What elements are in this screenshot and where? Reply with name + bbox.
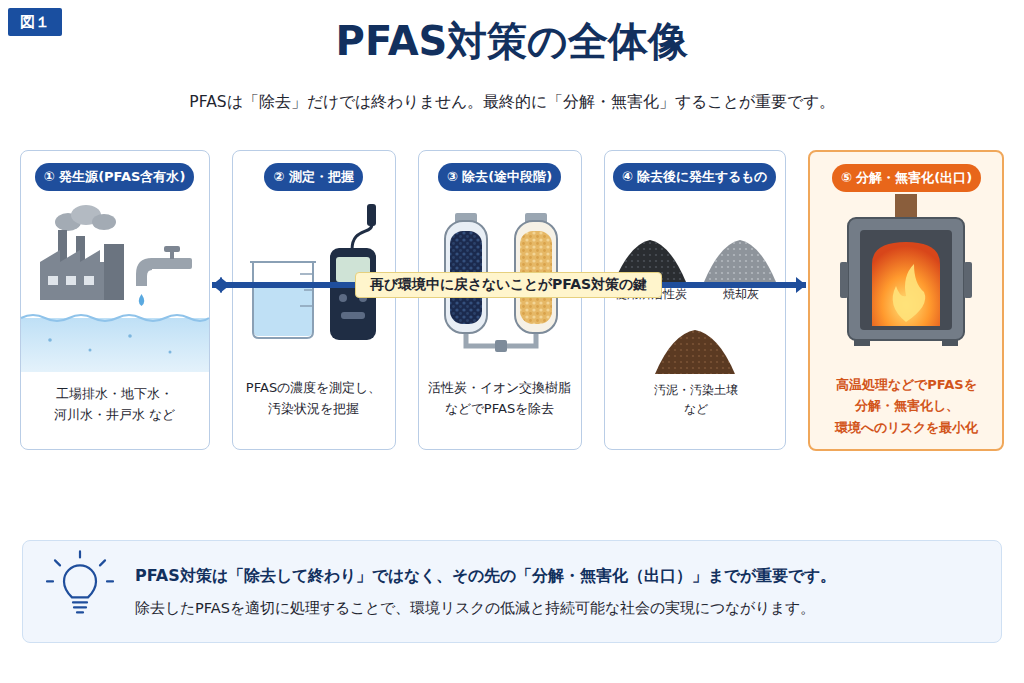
beaker-icon (250, 262, 316, 338)
filter-columns (495, 340, 507, 352)
text-holder: ④ 除去後に発生するもの (605, 163, 784, 191)
diagram-title: PFAS対策の全体像 (0, 14, 1024, 69)
factory-icon (76, 236, 85, 262)
connector-line (788, 282, 797, 288)
flow-arrow (788, 277, 806, 293)
filter-columns (455, 213, 477, 224)
process-card: ② 測定・把握 PFASの濃度を測定し、 汚染状況を把握 (232, 150, 396, 450)
residue-piles (614, 240, 776, 374)
step-description: 活性炭・イオン交換樹脂 などでPFASを除去 (427, 377, 572, 420)
water-surface (169, 351, 172, 354)
step-heading: ② 測定・把握 (264, 163, 363, 191)
furnace-icon (893, 264, 926, 322)
text-holder: PFASの濃度を測定し、 汚染状況を把握 (241, 377, 386, 420)
process-card: ④ 除去後に発生するもの使用済活性炭焼却灰汚泥・汚染土壌 など (604, 150, 786, 450)
step-description: 工場排水・地下水・ 河川水・井戸水 など (29, 383, 200, 426)
flow-arrow (212, 277, 230, 293)
figure-number: 図１ (20, 13, 50, 31)
faucet-icon (136, 258, 152, 286)
process-card: ⑤ 分解・無害化(出口) 高温処理などでPFASを 分解・無害化し、 環境へのリス… (808, 150, 1004, 451)
residue-label: 汚泥・汚染土壌 など (641, 381, 751, 418)
filter-columns (525, 213, 547, 224)
faucet-icon (139, 294, 145, 306)
text-holder: PFASは「除去」だけでは終わりません。最終的に「分解・無害化」することが重要で… (0, 92, 1024, 113)
factory-icon (104, 244, 124, 300)
water-surface (48, 338, 52, 342)
summary-box: PFAS対策は「除去して終わり」ではなく、その先の「分解・無害化（出口）」までが… (22, 540, 1002, 643)
summary-text: 除去したPFASを適切に処理することで、環境リスクの低減と持続可能な社会の実現に… (135, 597, 977, 620)
step-description: 高温処理などでPFASを 分解・無害化し、 環境へのリスクを最小化 (818, 374, 995, 438)
edge-label-holder: 再び環境中に戻さないことがPFAS対策の鍵 (355, 272, 662, 298)
faucet-icon (164, 246, 180, 252)
text-holder: ② 測定・把握 (233, 163, 394, 191)
diagram-caption: PFASは「除去」だけでは終わりません。最終的に「分解・無害化」することが重要で… (0, 92, 1024, 113)
factory-icon (84, 276, 94, 285)
meter-icon (352, 222, 372, 250)
summary-headline: PFAS対策は「除去して終わり」ではなく、その先の「分解・無害化（出口）」までが… (135, 563, 977, 589)
text-holder: ① 発生源(PFAS含有水) (21, 163, 208, 191)
factory-icon (58, 230, 67, 262)
furnace-icon (860, 230, 952, 330)
furnace-icon (964, 262, 972, 298)
text-holder: ⑤ 分解・無害化(出口) (810, 164, 1003, 192)
arrow-head (220, 277, 230, 293)
arrow-head (796, 277, 806, 293)
factory-icon (66, 276, 76, 285)
factory-icon (48, 276, 58, 285)
bulb-icon (73, 602, 87, 612)
step-description: PFASの濃度を測定し、 汚染状況を把握 (241, 377, 386, 420)
filter-columns (466, 330, 536, 346)
water-surface (21, 315, 209, 321)
text-holder: ③ 除去(途中段階) (419, 163, 580, 191)
text-holder: 高温処理などでPFASを 分解・無害化し、 環境へのリスクを最小化 (818, 374, 995, 438)
process-card: ③ 除去(途中段階) 活性炭・イオン交換樹脂 などでPFASを除去 (418, 150, 582, 450)
step-heading: ⑤ 分解・無害化(出口) (832, 164, 981, 192)
text-holder: PFAS対策の全体像 (0, 14, 1024, 69)
edge-label: 再び環境中に戻さないことがPFAS対策の鍵 (355, 272, 662, 298)
meter-icon (341, 312, 365, 319)
factory-icon (55, 213, 81, 231)
factory-icon (71, 205, 101, 225)
residue-piles (655, 330, 735, 374)
factory-icon (40, 250, 124, 300)
connector-line (212, 282, 221, 288)
faucet-icon (136, 246, 192, 306)
furnace-icon (848, 218, 964, 340)
text-holder: 活性炭・イオン交換樹脂 などでPFASを除去 (427, 377, 572, 420)
furnace-icon (895, 194, 917, 222)
residue-piles (704, 240, 776, 282)
step-heading: ④ 除去後に発生するもの (613, 163, 777, 191)
water-surface (21, 315, 209, 372)
beaker-icon (254, 286, 312, 336)
step-heading: ③ 除去(途中段階) (438, 163, 561, 191)
water-surface (128, 334, 132, 338)
furnace-icon (840, 262, 848, 298)
meter-icon (367, 204, 376, 226)
text-holder: 工場排水・地下水・ 河川水・井戸水 など (29, 383, 200, 426)
faucet-icon (170, 251, 174, 259)
furnace-icon (942, 340, 958, 346)
text-holder: 焼却灰 (701, 285, 781, 304)
furnace-icon (872, 242, 940, 326)
meter-icon (339, 294, 347, 302)
arrow-head (212, 277, 222, 293)
factory-icon (92, 214, 116, 230)
faucet-icon (150, 258, 192, 269)
water-surface (21, 318, 209, 372)
bulb-icon (47, 551, 113, 581)
furnace-icon (854, 340, 870, 346)
bulb-icon (47, 551, 113, 612)
bulb-icon (64, 565, 96, 597)
beaker-icon (250, 262, 316, 338)
residue-label: 焼却灰 (701, 285, 781, 304)
furnace-icon (840, 194, 972, 346)
beaker-icon (300, 274, 312, 306)
figure-tag: 図１ (8, 8, 62, 36)
factory-icon (40, 205, 124, 300)
water-surface (89, 349, 92, 352)
step-heading: ① 発生源(PFAS含有水) (35, 163, 195, 191)
process-card: ① 発生源(PFAS含有水) 工場排水・地下水・ 河川水・井戸水 など (20, 150, 210, 450)
text-holder: 汚泥・汚染土壌 など (641, 381, 751, 418)
